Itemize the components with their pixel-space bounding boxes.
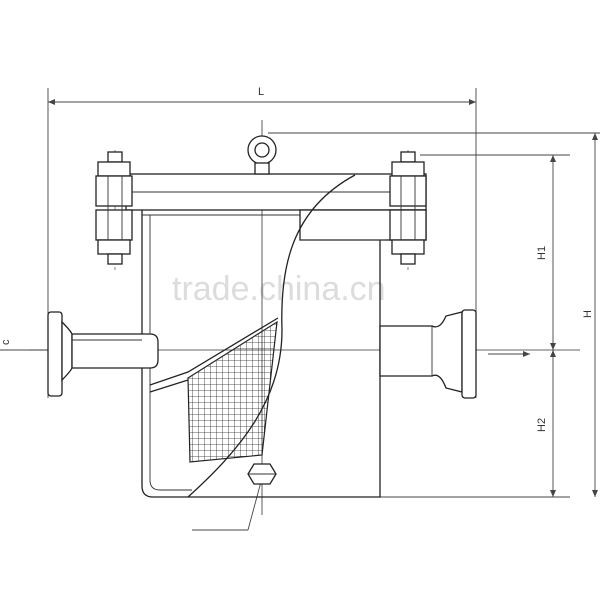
outlet-nozzle <box>379 309 477 399</box>
right-bolt-assembly <box>389 151 427 265</box>
dimension-lines <box>0 88 600 531</box>
left-bolt-assembly <box>95 151 133 265</box>
lifting-eye <box>247 135 277 175</box>
watermark-text: trade.china.cn <box>172 270 386 308</box>
filter-screen <box>149 317 279 463</box>
label-H1: H1 <box>536 246 548 260</box>
label-H2: H2 <box>536 418 548 432</box>
label-c: c <box>0 339 12 345</box>
drain-plug <box>247 463 277 485</box>
label-L: L <box>258 86 264 98</box>
inlet-nozzle <box>47 311 159 397</box>
label-H: H <box>582 310 594 318</box>
